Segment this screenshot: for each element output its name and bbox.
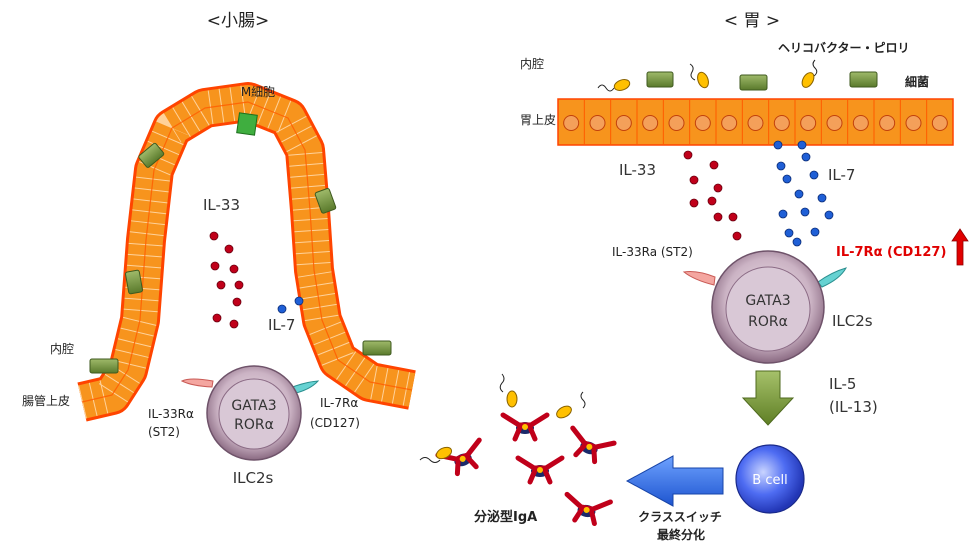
- gastric-cell-nucleus: [931, 115, 948, 131]
- small-il33r-line1: IL-33Rα: [148, 407, 194, 421]
- b-cell-label: B cell: [752, 473, 787, 488]
- stomach-il7-dots: [773, 140, 834, 247]
- iga-pylori: [419, 373, 586, 463]
- stomach-il7-label: IL-7: [828, 166, 855, 184]
- stomach-il33r-label: IL-33Ra (ST2): [612, 245, 693, 259]
- gastric-cell-nucleus: [721, 115, 738, 131]
- gastric-cell-nucleus: [589, 115, 606, 131]
- villus-epithelium: [77, 82, 416, 422]
- iga-antibody: [570, 425, 617, 465]
- stomach-il7r-label: IL-7Rα (CD127): [836, 245, 946, 260]
- gastric-cell-nucleus: [668, 115, 685, 131]
- small-il33r-line2: (ST2): [148, 425, 180, 439]
- class-switch-line1: クラススイッチ: [638, 510, 722, 524]
- m-cell-shape: [236, 112, 258, 136]
- m-cell-label: M細胞: [241, 85, 275, 99]
- small-st2-receptor: [180, 378, 214, 388]
- class-switch-line2: 最終分化: [657, 527, 705, 542]
- gastric-cell-nucleus: [905, 115, 922, 131]
- small-il33-dots: [209, 231, 244, 329]
- stomach-il33-label: IL-33: [619, 161, 656, 179]
- gastric-cell-nucleus: [694, 115, 711, 131]
- gastric-cell-nucleus: [879, 115, 896, 131]
- small-epithelium-label: 腸管上皮: [22, 393, 70, 408]
- stomach-st2-receptor: [682, 271, 716, 286]
- iga-antibody: [435, 437, 482, 477]
- iga-label: 分泌型IgA: [474, 509, 537, 525]
- stomach-lumen-label: 内腔: [520, 56, 544, 71]
- gastric-cell-nucleus: [642, 115, 659, 131]
- small-il7r-line2: (CD127): [310, 416, 360, 430]
- small-il7-label: IL-7: [268, 316, 295, 334]
- il7r-up-arrow: [951, 228, 969, 266]
- small-il7r-line1: IL-7Rα: [320, 396, 358, 410]
- stomach-title: < 胃 >: [724, 11, 780, 31]
- gastric-cell-nucleus: [773, 115, 790, 131]
- gastric-cell-nucleus: [852, 115, 869, 131]
- class-switch-arrow: [625, 455, 724, 507]
- stomach-rora: RORα: [748, 314, 788, 330]
- gastric-cell-nucleus: [826, 115, 843, 131]
- small-lumen-label: 内腔: [50, 341, 74, 356]
- stomach-ilc2-name: ILC2s: [832, 312, 873, 330]
- small-cd127-receptor: [289, 380, 320, 395]
- il5-arrow: [741, 370, 795, 426]
- bacteria-label: 細菌: [905, 74, 929, 89]
- stomach-bacteria: [646, 71, 878, 91]
- iga-antibodies: [435, 412, 617, 527]
- gastric-cell-nucleus: [615, 115, 632, 131]
- gastric-cell-nucleus: [563, 115, 580, 131]
- stomach-cd127-receptor: [817, 267, 848, 288]
- iga-antibody: [564, 491, 613, 527]
- stomach-il33-dots: [683, 150, 742, 241]
- b-cell: [735, 444, 805, 514]
- small-ilc2-nucleus: [218, 378, 290, 450]
- small-ilc2-name: ILC2s: [233, 469, 274, 487]
- stomach-ilc2-nucleus: [725, 266, 811, 352]
- gastric-epithelium: [557, 98, 954, 146]
- pylori-bacteria: [597, 59, 818, 92]
- stomach-gata3: GATA3: [745, 293, 790, 309]
- gastric-cell-nucleus: [747, 115, 764, 131]
- small-gata3: GATA3: [231, 398, 276, 414]
- pylori-bodies: [613, 71, 815, 91]
- iga-antibody: [515, 455, 565, 485]
- small-rora: RORα: [234, 417, 274, 433]
- small-intestine-bacteria: [89, 142, 392, 374]
- small-intestine-title: <小腸>: [207, 11, 270, 31]
- il5-line2: (IL-13): [829, 398, 878, 416]
- stomach-epithelium-label: 胃上皮: [520, 113, 556, 127]
- pylori-label: ヘリコバクター・ピロリ: [778, 41, 910, 55]
- iga-antibody: [500, 412, 550, 442]
- small-il7-dots: [277, 296, 304, 314]
- small-il33-label: IL-33: [203, 196, 240, 214]
- il5-line1: IL-5: [829, 375, 856, 393]
- gastric-cell-nucleus: [800, 115, 817, 131]
